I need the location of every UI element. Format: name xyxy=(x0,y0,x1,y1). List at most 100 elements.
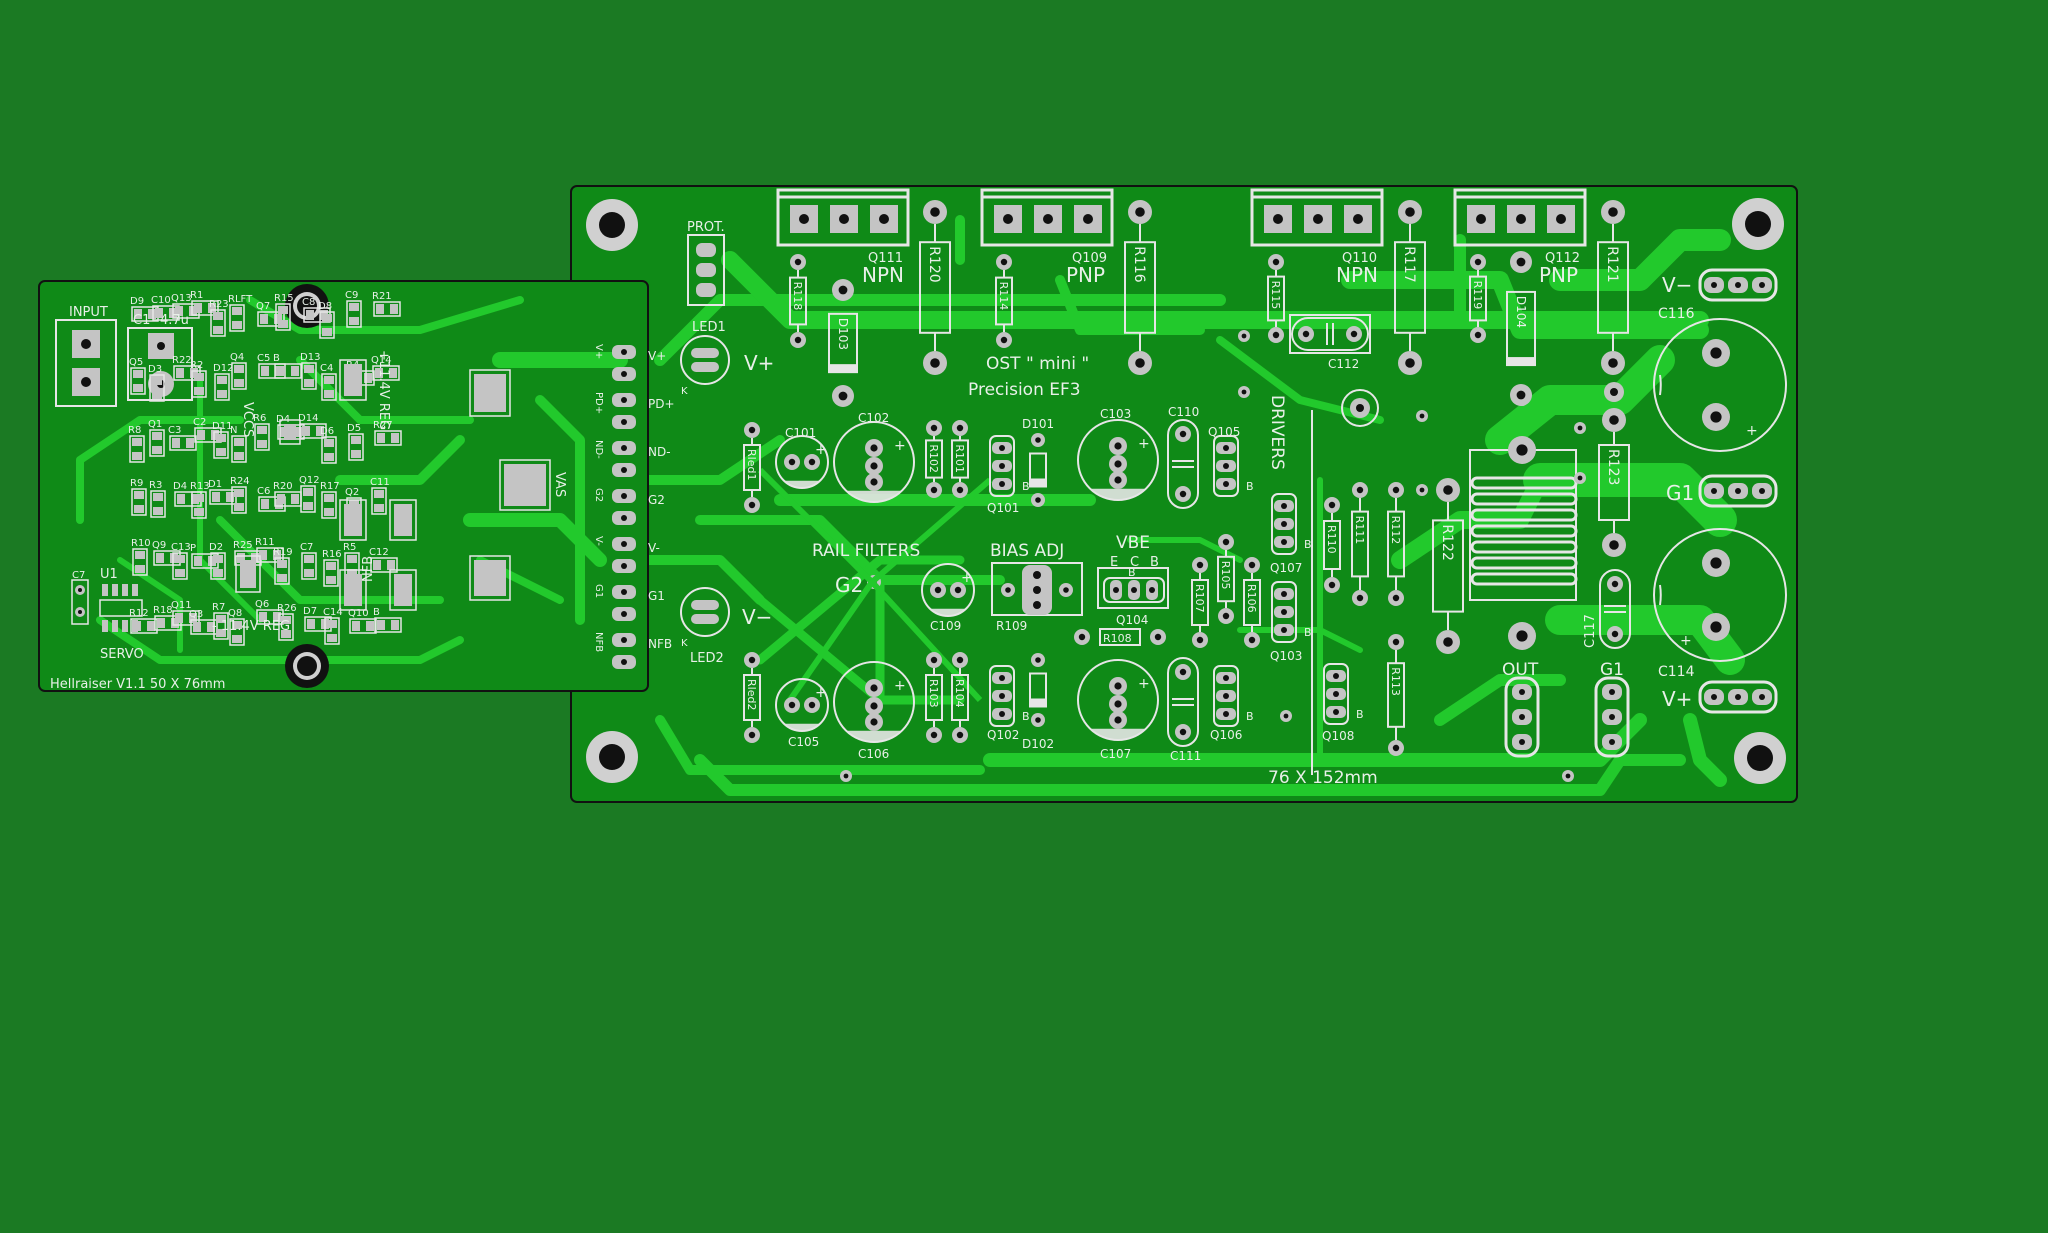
resistor-pad xyxy=(1218,534,1234,550)
resistor-label: R119 xyxy=(1471,281,1484,310)
capacitor-label: C101 xyxy=(785,426,816,440)
resistor-r117: R117 xyxy=(1394,200,1426,375)
part-label: R22 xyxy=(172,355,192,366)
led2-vminus: V− xyxy=(742,605,772,629)
smd-part: D2 xyxy=(209,542,226,580)
capacitor-c106: +C106 xyxy=(833,661,915,761)
part-label: Q9 xyxy=(152,540,166,551)
pad xyxy=(1175,724,1191,740)
out-connector xyxy=(1504,676,1540,758)
resistor-pad xyxy=(1388,482,1404,498)
resistor-pad xyxy=(1602,533,1626,557)
part-label: Q14 xyxy=(371,355,392,366)
pad xyxy=(865,457,883,475)
resistor-pad xyxy=(1128,200,1152,224)
part-label: D4 xyxy=(173,481,187,492)
part-label: R1 xyxy=(190,290,203,301)
header-pin-label: PD+ xyxy=(648,397,675,411)
vbe-label: VBE xyxy=(1116,533,1150,553)
header-pin-label: V+ xyxy=(648,349,666,363)
test-pad xyxy=(1238,386,1250,398)
drivers-label: DRIVERS xyxy=(1267,395,1287,470)
resistor-label: R113 xyxy=(1389,667,1402,696)
part-label: D5 xyxy=(347,423,361,434)
pad xyxy=(1510,384,1532,406)
part-label: Q6 xyxy=(255,599,269,610)
smd-part: B xyxy=(273,353,302,379)
capacitor-label: C102 xyxy=(858,411,889,425)
r123-top-pad xyxy=(1604,382,1624,402)
resistor-label: R108 xyxy=(1103,632,1132,645)
resistor-pad xyxy=(1324,497,1340,513)
prot-pin xyxy=(696,243,716,257)
part-label: C14 xyxy=(323,607,343,618)
smd-part: Q4 xyxy=(230,352,247,390)
smd-part: R21 xyxy=(372,291,401,317)
part-label: Q11 xyxy=(171,600,192,611)
transistor-type: NPN xyxy=(862,263,904,287)
part-label: C7 xyxy=(300,542,313,553)
pad xyxy=(832,385,854,407)
resistor-pad xyxy=(923,200,947,224)
resistor-r116: R116 xyxy=(1124,200,1156,375)
capacitor-c116: +C116 xyxy=(1658,306,1758,439)
part-label: D7 xyxy=(303,606,317,617)
out-pad-bottom xyxy=(1508,622,1536,650)
pad xyxy=(1607,576,1623,592)
smd-part: C13 xyxy=(171,542,191,580)
smd-ic xyxy=(389,569,417,611)
resistor-label: R105 xyxy=(1219,561,1232,590)
resistor-pad xyxy=(1192,632,1208,648)
pad xyxy=(1109,471,1127,489)
smd-part: R7 xyxy=(212,602,229,640)
rail-filters-label: RAIL FILTERS xyxy=(812,541,920,561)
amp-parts: R118R120R114R116R115R117R119R121Rled1Rle… xyxy=(0,0,1778,763)
part-label: R27 xyxy=(373,420,393,431)
smd-part: Q8 xyxy=(228,608,245,646)
smd-part: R23 xyxy=(209,299,229,337)
pad xyxy=(1298,326,1314,342)
resistor-label: R118 xyxy=(791,282,804,311)
hellraiser-smd-parts: D9Q5R8R9R10R12C10D3Q1R3Q9R18Q13R22C3D4C1… xyxy=(71,290,551,646)
header-pin-label: G1 xyxy=(648,589,665,603)
part-label: Q8 xyxy=(228,608,242,619)
led-k-mark: K xyxy=(681,386,688,397)
resistor-pad xyxy=(923,351,947,375)
resistor-pad xyxy=(1398,200,1422,224)
resistor-label: R112 xyxy=(1389,516,1402,545)
vbe-pin-b: B xyxy=(1150,555,1159,570)
resistor-r104: R104 xyxy=(951,652,969,743)
part-label: C6 xyxy=(257,486,270,497)
c1-label: C1 xyxy=(133,313,150,328)
smd-part: R24 xyxy=(230,476,250,514)
part-label: R16 xyxy=(322,549,342,560)
resistor-pad xyxy=(744,422,760,438)
resistor-label: R123 xyxy=(1605,449,1621,485)
smd-part: R2 xyxy=(190,360,207,398)
resistor-pad xyxy=(790,254,806,270)
resistor-r120: R120 xyxy=(919,200,951,375)
resistor-label: R115 xyxy=(1269,281,1282,310)
header-pin-label: ND- xyxy=(648,445,671,459)
diode-label: D103 xyxy=(836,318,850,350)
test-pad xyxy=(1574,422,1586,434)
base-mark: B xyxy=(1022,710,1030,723)
smd-part: D12 xyxy=(213,363,233,401)
resistor-r121: R121 xyxy=(1597,200,1629,375)
part-label: D2 xyxy=(209,542,223,553)
pad xyxy=(1702,339,1730,367)
pad xyxy=(1510,251,1532,273)
resistor-pad xyxy=(1268,327,1284,343)
resistor-pad xyxy=(1470,327,1486,343)
capacitor-c101: +C101 xyxy=(775,426,829,489)
part-label: Q10 xyxy=(348,608,369,619)
resistor-pad xyxy=(1602,408,1626,432)
resistor-pad xyxy=(1192,557,1208,573)
part-label: C11 xyxy=(370,477,390,488)
part-label: R24 xyxy=(230,476,250,487)
